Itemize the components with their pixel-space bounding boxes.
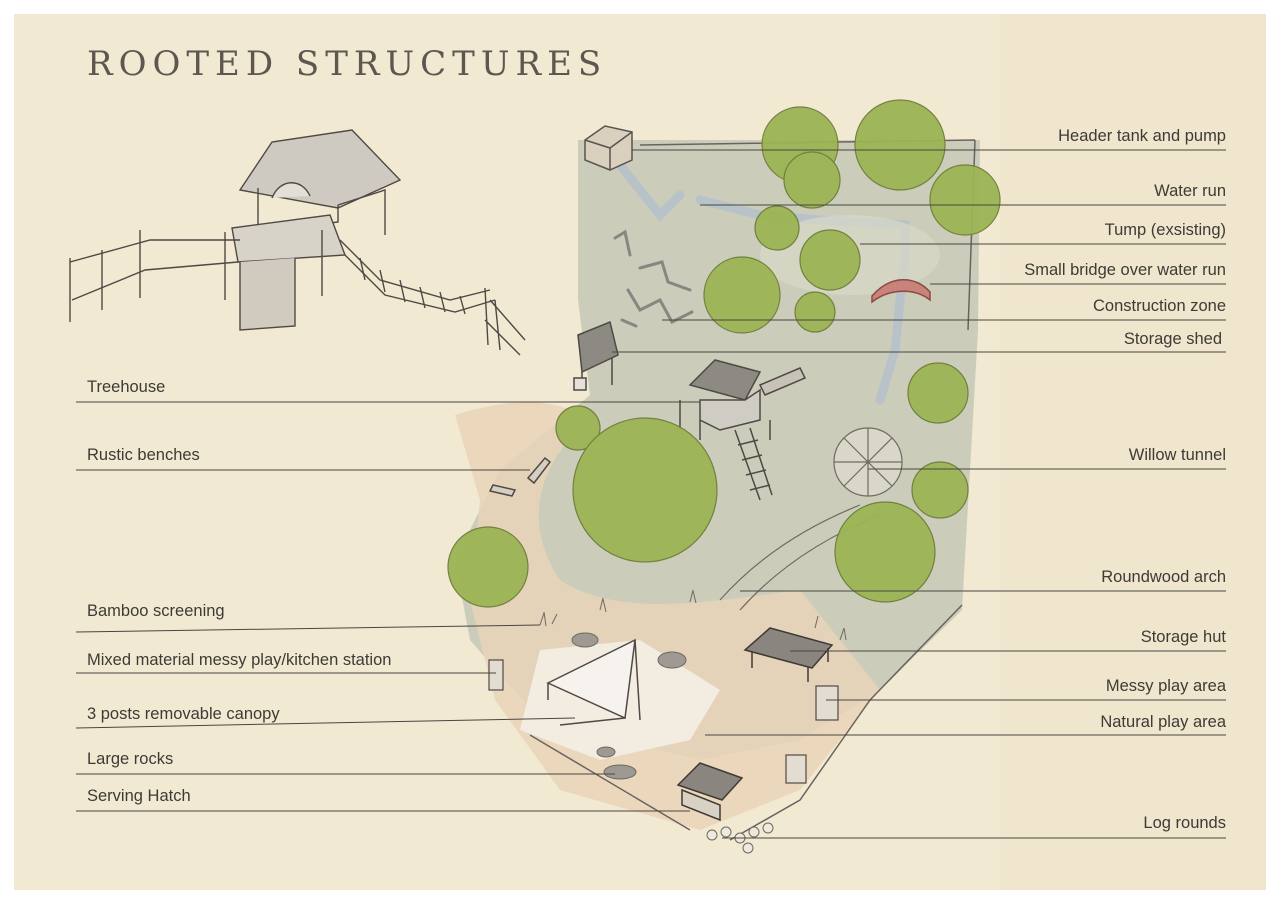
bamboo-screening-drawing <box>539 589 847 641</box>
leader-lines-right <box>612 149 1226 839</box>
label-willow-tunnel: Willow tunnel <box>1128 446 1226 464</box>
label-roundwood-arch: Roundwood arch <box>1101 568 1226 586</box>
paper-sheet-right-panel <box>1000 14 1266 890</box>
construction-zone-posts <box>613 229 694 328</box>
label-large-rocks: Large rocks <box>87 750 174 768</box>
label-serving-hatch: Serving Hatch <box>87 787 191 805</box>
label-tump-existing: Tump (exsisting) <box>1104 221 1226 239</box>
label-log-rounds: Log rounds <box>1143 814 1226 832</box>
label-treehouse: Treehouse <box>87 378 166 396</box>
label-removable-canopy: 3 posts removable canopy <box>87 705 280 723</box>
label-water-run: Water run <box>1154 182 1226 200</box>
label-bamboo-screening: Bamboo screening <box>87 602 225 620</box>
storage-shed-drawing <box>573 320 619 391</box>
small-bridge-drawing <box>871 279 931 304</box>
label-storage-hut: Storage hut <box>1140 628 1226 646</box>
label-messy-play-kitchen: Mixed material messy play/kitchen statio… <box>87 651 392 669</box>
page-title: ROOTED STRUCTURES <box>87 44 608 84</box>
header-tank-drawing <box>584 125 633 171</box>
label-small-bridge: Small bridge over water run <box>1024 261 1226 279</box>
messy-play-stations <box>488 659 839 784</box>
label-messy-play-area: Messy play area <box>1105 677 1226 695</box>
storage-hut-drawing <box>743 627 834 682</box>
serving-hatch-drawing <box>676 762 744 822</box>
label-rustic-benches: Rustic benches <box>87 446 200 464</box>
label-storage-shed: Storage shed <box>1123 330 1222 348</box>
tree-canopies <box>447 99 1001 608</box>
label-header-tank-and-pump: Header tank and pump <box>1058 127 1226 145</box>
rustic-bench-drawings <box>488 456 552 497</box>
label-construction-zone: Construction zone <box>1093 297 1226 315</box>
canopy-drawing <box>546 638 641 726</box>
large-rocks-drawing <box>571 632 687 780</box>
treehouse-plan-drawing <box>679 359 807 501</box>
label-natural-play-area: Natural play area <box>1100 713 1226 731</box>
leader-lines-left <box>75 401 700 812</box>
treehouse-sketch <box>69 129 526 356</box>
